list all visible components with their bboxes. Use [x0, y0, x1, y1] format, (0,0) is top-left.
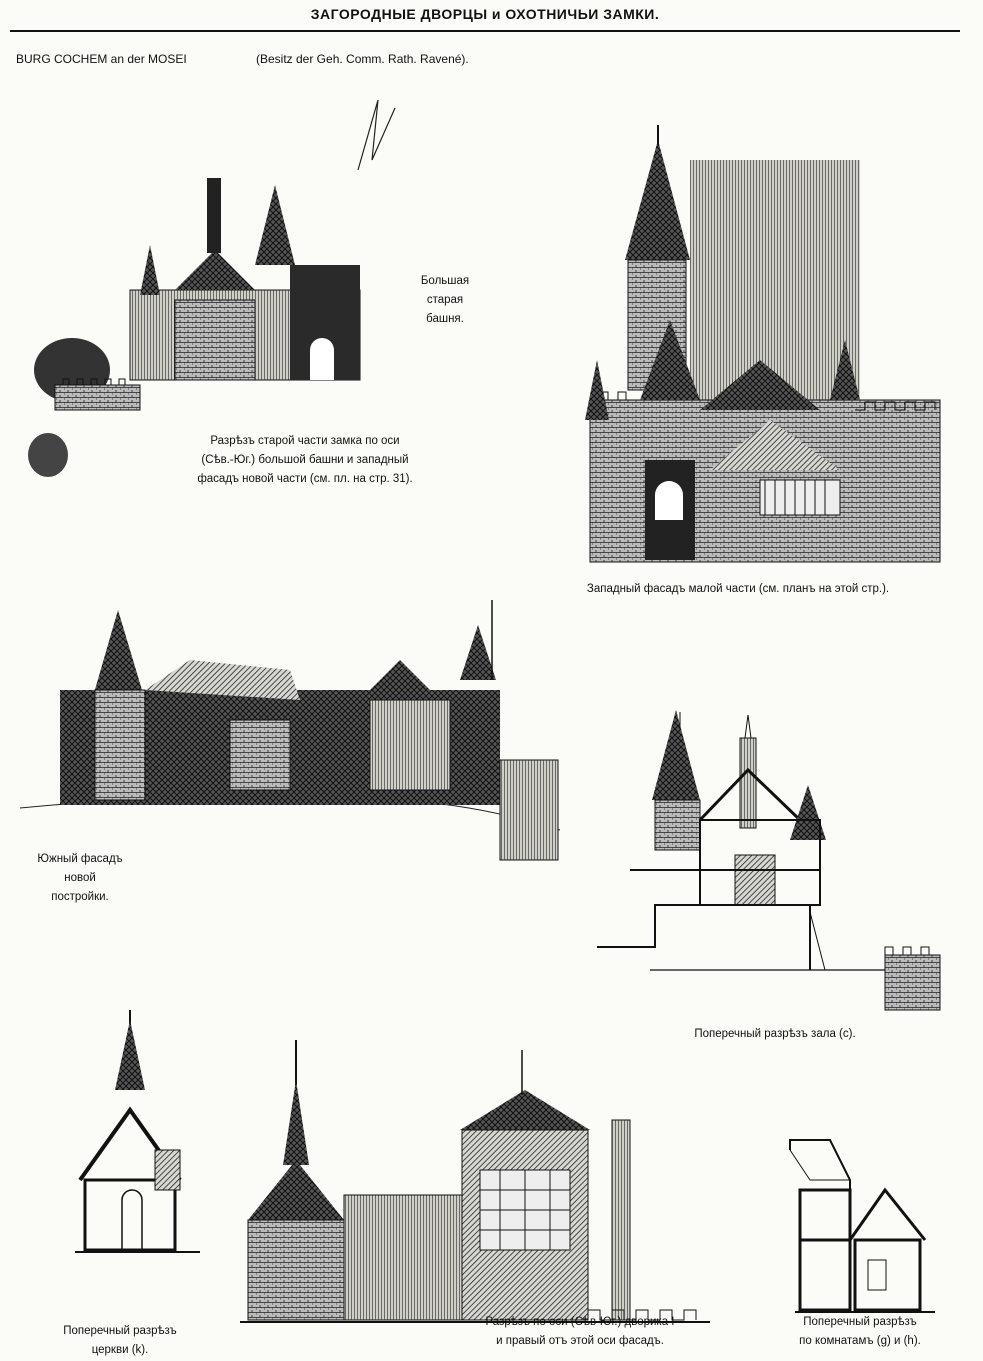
- caption-old-part-line-3: фасадъ новой части (см. пл. на стр. 31).: [197, 473, 413, 485]
- caption-tower-line-2: старая: [426, 294, 464, 306]
- caption-old-part-line-1: Разрѣзъ старой части замка по оси: [210, 435, 400, 447]
- caption-court-section: Разрѣзъ по оси (Сѣв-Юг.) дворика I и пра…: [445, 1313, 715, 1351]
- caption-hall-section: Поперечный разрѣзъ зала (с).: [694, 1028, 856, 1040]
- drawing-church-section: [75, 1010, 200, 1253]
- caption-south-facade-line-1: Южный фасадъ: [37, 853, 123, 865]
- caption-rooms-line-2: по комнатамъ (g) и (h).: [799, 1335, 921, 1347]
- caption-tower-line-1: Большая: [420, 275, 470, 287]
- drawing-hall-section: [597, 710, 941, 1011]
- caption-old-part-section: Разрѣзъ старой части замка по оси (Сѣв.-…: [160, 432, 450, 489]
- caption-church-section: Поперечный разрѣзъ церкви (k).: [40, 1322, 200, 1360]
- caption-court-line-2: и правый отъ этой оси фасадъ.: [496, 1335, 664, 1347]
- drawing-court-section: [240, 1040, 710, 1323]
- caption-south-facade-line-3: постройки.: [51, 891, 109, 903]
- caption-south-facade-line-2: новой: [64, 872, 96, 884]
- caption-rooms-section: Поперечный разрѣзъ по комнатамъ (g) и (h…: [765, 1313, 955, 1351]
- owner-label: (Besitz der Geh. Comm. Rath. Ravené).: [256, 52, 469, 66]
- caption-rooms-line-1: Поперечный разрѣзъ: [803, 1316, 917, 1328]
- page-header: ЗАГОРОДНЫЕ ДВОРЦЫ и ОХОТНИЧЬИ ЗАМКИ.: [10, 0, 960, 32]
- place-label: BURG COCHEM an der MOSEI: [16, 52, 187, 66]
- drawing-south-facade: [19, 600, 561, 861]
- drawing-rooms-section: [789, 1139, 935, 1313]
- drawing-old-part-section: [28, 99, 396, 477]
- caption-tower: Большая старая башня.: [410, 272, 480, 329]
- caption-church-line-2: церкви (k).: [91, 1344, 149, 1356]
- caption-court-line-1: Разрѣзъ по оси (Сѣв-Юг.) дворика I: [485, 1316, 675, 1328]
- caption-old-part-line-2: (Сѣв.-Юг.) большой башни и западный: [201, 454, 409, 466]
- drawing-west-facade: [585, 125, 941, 563]
- caption-west-facade: Западный фасадъ малой части (см. планъ н…: [586, 583, 890, 595]
- page-title: ЗАГОРОДНЫЕ ДВОРЦЫ и ОХОТНИЧЬИ ЗАМКИ.: [310, 6, 660, 22]
- caption-tower-line-3: башня.: [426, 313, 464, 325]
- caption-church-line-1: Поперечный разрѣзъ: [63, 1325, 177, 1337]
- caption-south-facade: Южный фасадъ новой постройки.: [20, 850, 140, 907]
